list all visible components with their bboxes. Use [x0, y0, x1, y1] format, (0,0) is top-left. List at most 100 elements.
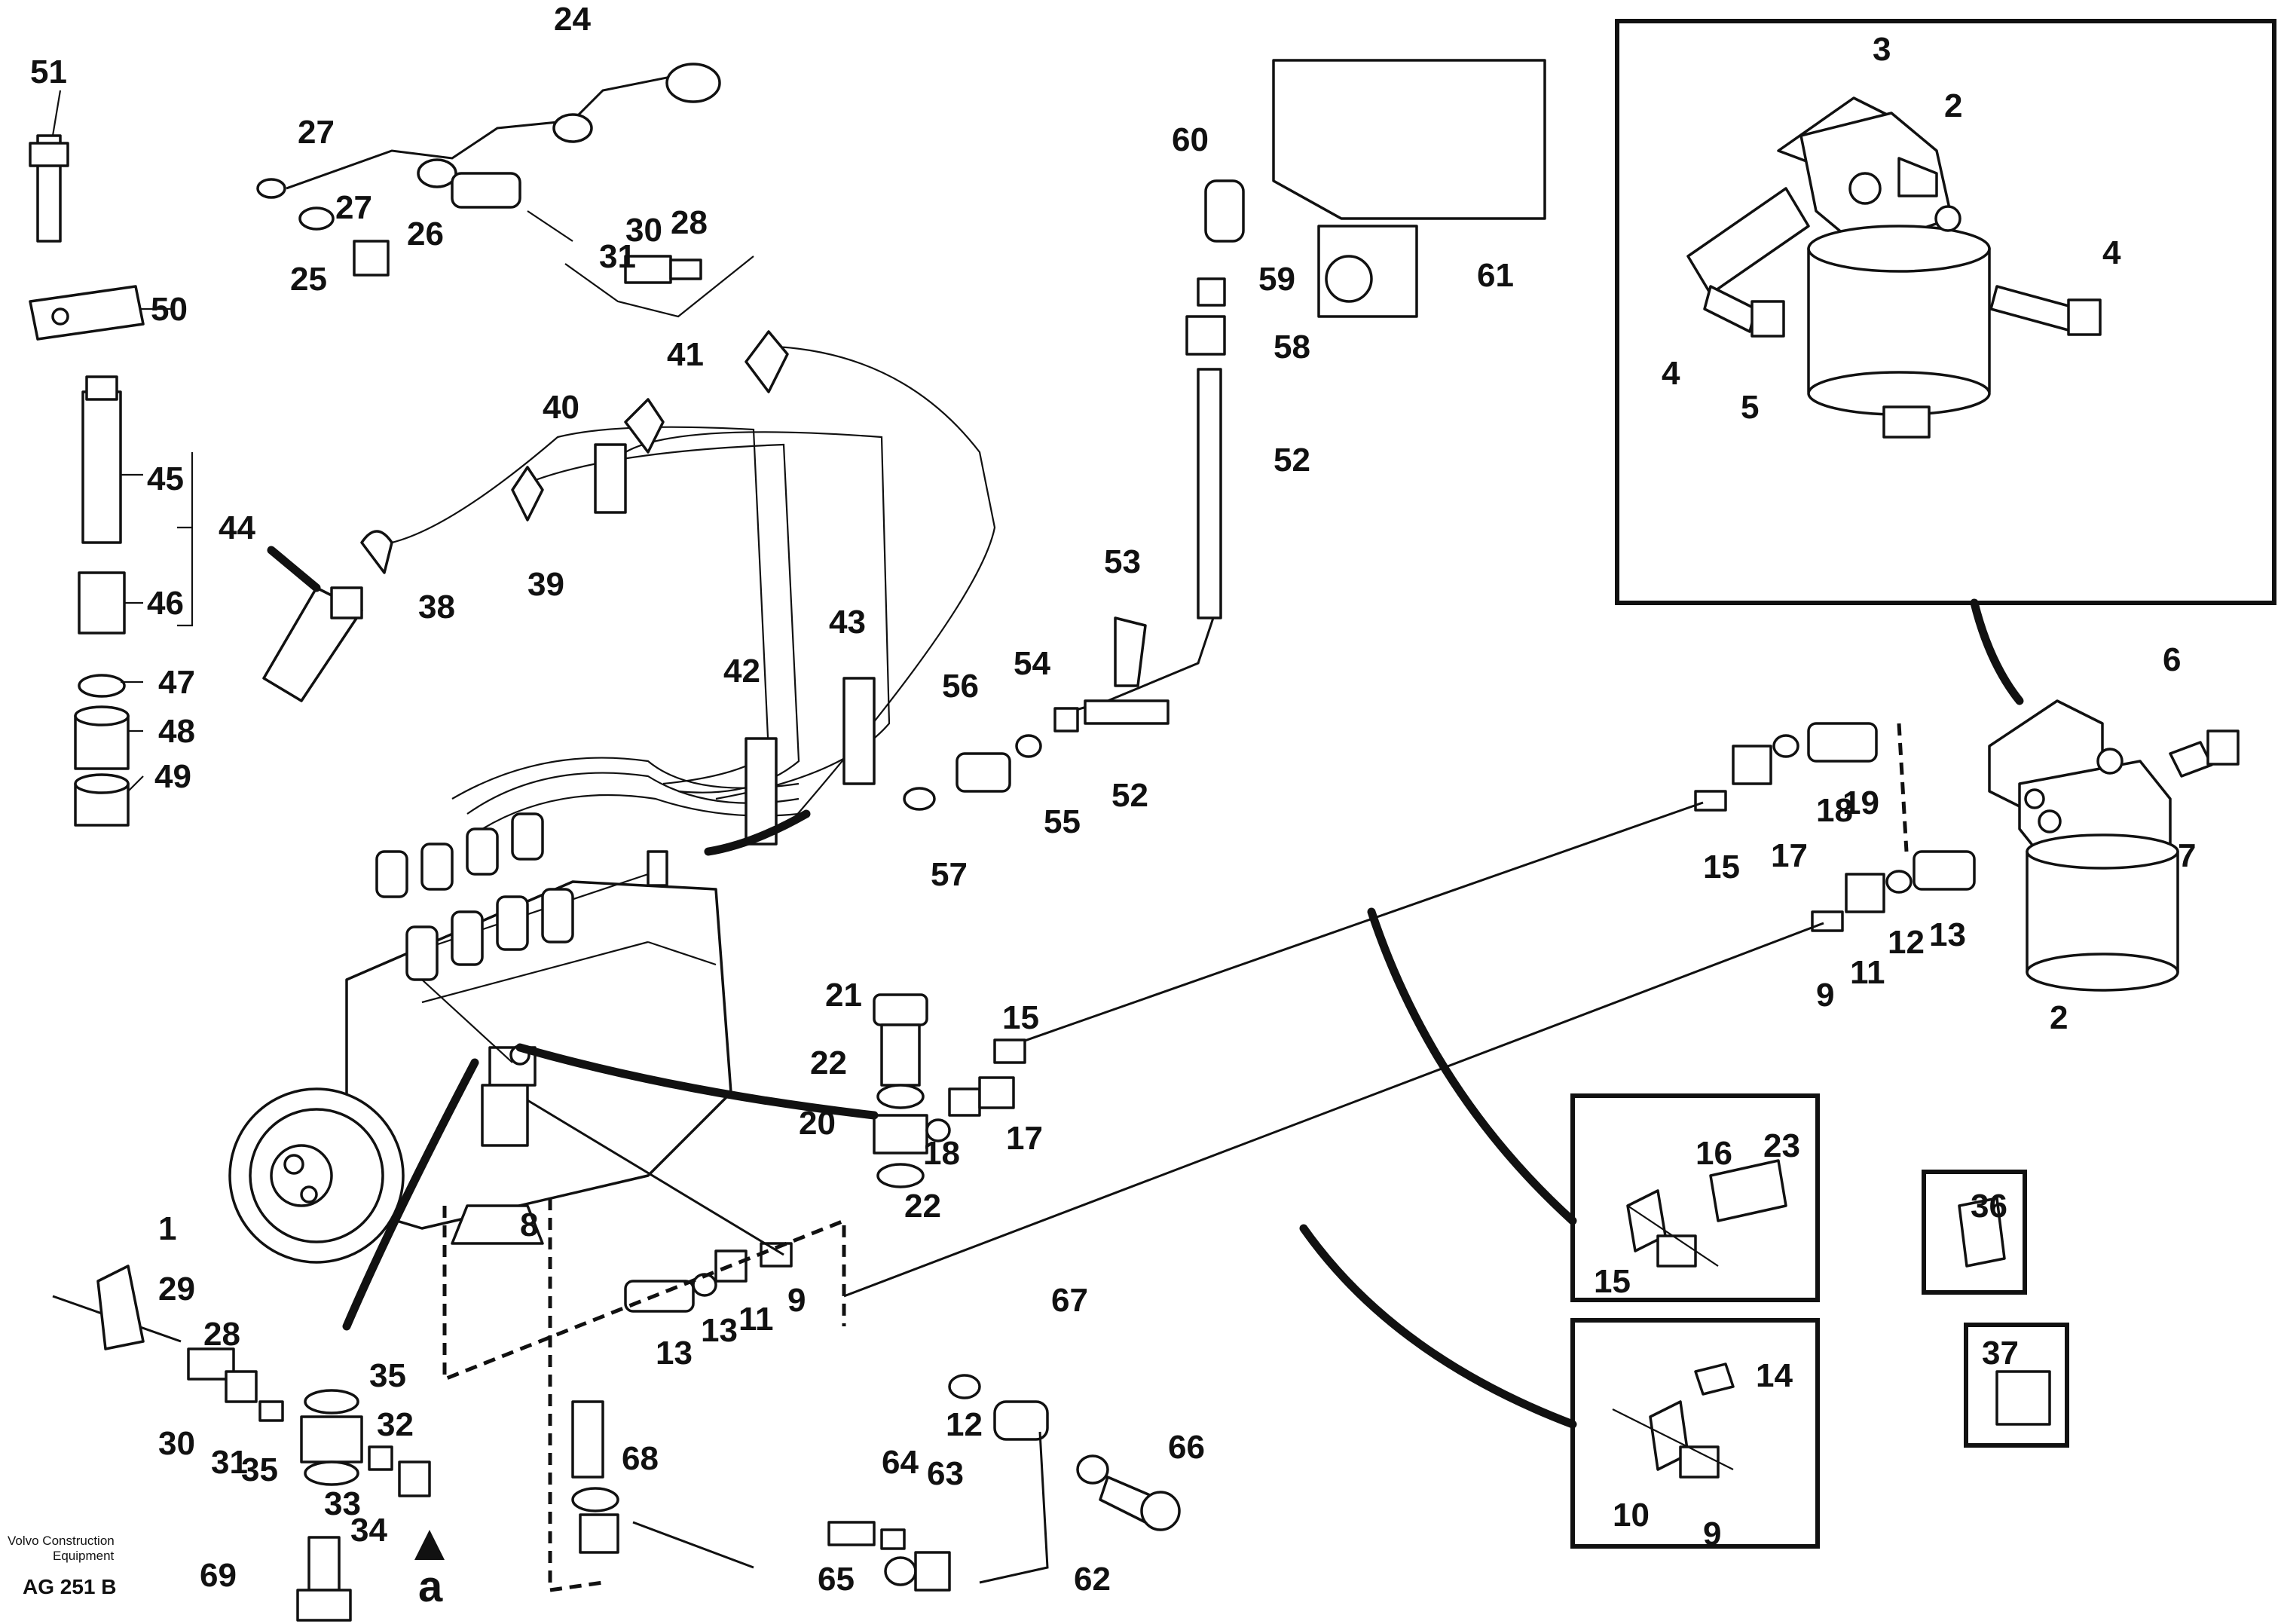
callout-50: 50	[151, 291, 188, 328]
callout-1: 1	[158, 1210, 176, 1247]
callout-26: 26	[407, 216, 444, 252]
callout-48: 48	[158, 713, 195, 750]
arrow-clamp-upper	[1367, 907, 1577, 1225]
callout-22b: 22	[904, 1188, 941, 1225]
callout-9b: 9	[787, 1282, 806, 1319]
callout-56: 56	[942, 668, 979, 705]
clamp-parts	[1612, 1159, 2051, 1479]
arrow-clamp-lower	[1299, 1224, 1577, 1429]
callout-12c: 13	[701, 1312, 738, 1349]
callout-12b: 12	[1888, 924, 1925, 961]
callout-31b: 31	[211, 1444, 248, 1481]
dashed-connector-lower	[442, 1206, 846, 1382]
callout-19: 19	[1842, 784, 1879, 821]
callout-28: 28	[671, 204, 708, 241]
callout-30: 30	[625, 212, 662, 249]
callout-7: 7	[2178, 837, 2196, 874]
callout-46: 46	[147, 585, 184, 622]
callout-60: 60	[1172, 121, 1209, 158]
callout-18b: 18	[923, 1135, 960, 1172]
callout-27b: 27	[335, 189, 372, 226]
callout-27: 27	[298, 114, 335, 151]
callout-11b: 11	[738, 1301, 774, 1338]
callout-6: 6	[2163, 641, 2181, 678]
callout-9c: 9	[1703, 1515, 1721, 1552]
callout-12: 12	[946, 1406, 983, 1443]
callout-10: 10	[1613, 1497, 1650, 1534]
callout-62: 62	[1074, 1561, 1111, 1598]
callout-42: 42	[723, 653, 760, 690]
callout-13: 13	[1929, 916, 1966, 953]
callout-5: 5	[1741, 389, 1759, 426]
callout-3: 3	[1873, 31, 1891, 68]
callout-49: 49	[154, 758, 191, 795]
callout-2b: 2	[2050, 999, 2068, 1036]
callout-23: 23	[1763, 1127, 1800, 1164]
leader-lines	[51, 90, 513, 1063]
callout-51: 51	[30, 54, 67, 90]
callout-34: 34	[350, 1512, 387, 1549]
view-arrow	[414, 1530, 445, 1560]
spring-clip-box-36	[1922, 1170, 2027, 1295]
spring-clip-box-37	[1964, 1323, 2069, 1448]
callout-28b: 28	[203, 1316, 240, 1353]
callout-9: 9	[1816, 977, 1834, 1014]
arrow-lower-left	[342, 1058, 479, 1331]
fuel-filter-mounted	[1988, 699, 2240, 992]
callout-15b: 15	[1002, 999, 1039, 1036]
callout-53: 53	[1104, 543, 1141, 580]
callout-35: 35	[369, 1357, 406, 1394]
callout-69: 69	[200, 1557, 237, 1594]
callout-16: 16	[1695, 1135, 1732, 1172]
callout-18: 18	[1816, 792, 1853, 829]
callout-17b: 17	[1006, 1120, 1043, 1157]
arrow-to-pump	[515, 1043, 879, 1120]
callout-21: 21	[825, 977, 862, 1014]
callout-8: 8	[520, 1207, 538, 1243]
callout-64: 64	[882, 1444, 919, 1481]
footer-company-line1: Volvo Construction	[8, 1534, 115, 1548]
callout-25: 25	[290, 261, 327, 298]
callout-52: 52	[1274, 442, 1310, 479]
banjo-fittings-upper	[903, 707, 1079, 811]
callout-15c: 15	[1594, 1263, 1631, 1300]
callout-54: 54	[1014, 645, 1050, 682]
footer-company-line2: Equipment	[53, 1549, 115, 1563]
primer-pipe	[827, 1374, 1181, 1592]
callout-65: 65	[818, 1561, 855, 1598]
callout-17: 17	[1771, 837, 1808, 874]
callout-68: 68	[622, 1440, 659, 1477]
callout-52b: 52	[1111, 777, 1148, 814]
callout-31: 31	[599, 238, 636, 275]
callout-37: 37	[1982, 1335, 2019, 1372]
callout-4b: 4	[1662, 355, 1680, 392]
callout-61: 61	[1477, 257, 1514, 294]
callout-24: 24	[554, 1, 591, 38]
overflow-valve-parts	[52, 1265, 754, 1622]
callout-35b: 35	[241, 1451, 278, 1488]
callout-44: 44	[219, 509, 255, 546]
callout-30b: 30	[158, 1425, 195, 1462]
callout-66: 66	[1168, 1429, 1205, 1466]
callout-39: 39	[527, 566, 564, 603]
clamp-detail-box-upper	[1570, 1093, 1820, 1302]
return-line	[1054, 59, 1546, 725]
injector-parts	[29, 134, 363, 827]
callout-63: 63	[927, 1455, 964, 1492]
callout-67: 67	[1051, 1282, 1088, 1319]
callout-labels: 12 51 50 45 44 46 47 48 49 24 27 27 26 2…	[30, 1, 2196, 1598]
clamp-detail-box-lower	[1570, 1318, 1820, 1549]
arrow-filter-detail	[1970, 598, 2024, 705]
callout-58: 58	[1274, 329, 1310, 365]
callout-47: 47	[158, 664, 195, 701]
callout-20: 20	[799, 1105, 836, 1142]
callout-13b: 13	[656, 1335, 693, 1372]
callout-40: 40	[543, 389, 579, 426]
callout-32: 32	[377, 1406, 414, 1443]
callout-45: 45	[147, 460, 184, 497]
callout-29: 29	[158, 1271, 195, 1307]
callout-43: 43	[829, 604, 866, 641]
arrow-injector	[267, 546, 321, 592]
fuel-filter-assembly	[1686, 96, 2102, 439]
